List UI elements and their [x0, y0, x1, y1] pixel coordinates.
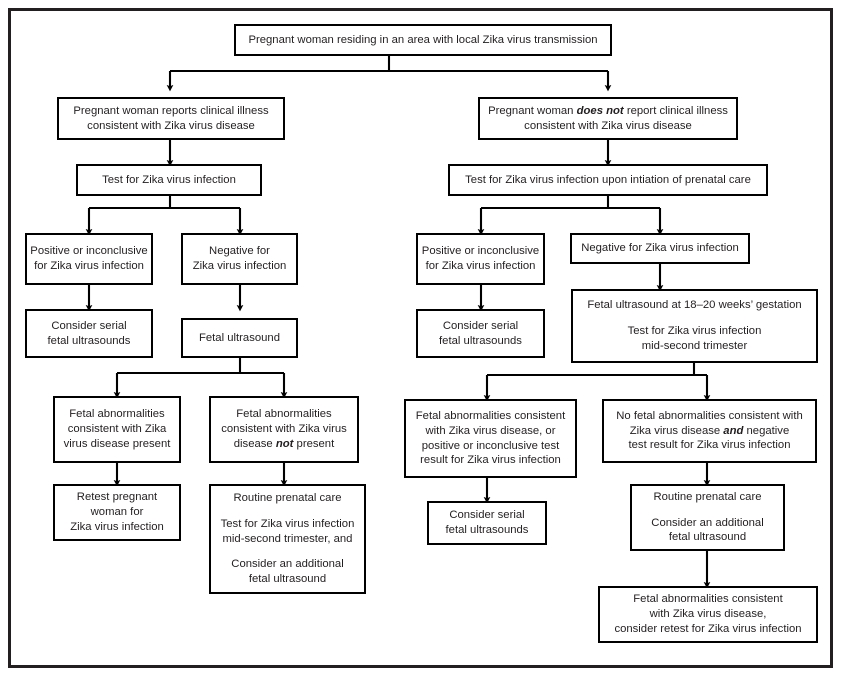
node-sym-pos-serial-line-2: fetal ultrasounds	[47, 334, 131, 347]
node-asym-abn-retest-line-3: consider retest for Zika virus infection	[614, 622, 802, 635]
node-sym-routine-p2-line-1: Test for Zika virus infection	[220, 517, 355, 530]
node-symptomatic-positive-line-1: Positive or inconclusive	[30, 245, 148, 258]
node-asymptomatic-abnormalities-consider-retest[interactable]: Fetal abnormalities consistent with Zika…	[598, 586, 818, 643]
node-asymptomatic[interactable]: Pregnant woman does not report clinical …	[478, 97, 738, 140]
node-sym-routine-p2-line-2: mid-second trimester, and	[222, 532, 353, 545]
node-symptomatic-abnormalities-not-present[interactable]: Fetal abnormalities consistent with Zika…	[209, 396, 359, 463]
node-root-line-1: Pregnant woman residing in an area with …	[248, 33, 598, 46]
node-asym-abn-retest-line-1: Fetal abnormalities consistent	[633, 593, 783, 606]
node-symptomatic-retest[interactable]: Retest pregnant woman for Zika virus inf…	[53, 484, 181, 541]
node-test-asymptomatic-line-1: Test for Zika virus infection upon intia…	[465, 173, 751, 186]
node-asym-abn-pos-line-1: Fetal abnormalities consistent	[415, 409, 566, 422]
node-asym-negative-line-1: Negative for Zika virus infection	[581, 242, 739, 255]
node-asymptomatic-no-abnormalities-negative[interactable]: No fetal abnormalities consistent with Z…	[602, 399, 817, 463]
node-asymptomatic-abnormalities-or-positive[interactable]: Fetal abnormalities consistent with Zika…	[404, 399, 577, 478]
node-asym-1820-p2-line-2: mid-second trimester	[641, 339, 748, 352]
node-asym-1820-para-2: Test for Zika virus infection mid-second…	[628, 324, 762, 354]
node-symptomatic-line-2: consistent with Zika virus disease	[87, 119, 255, 132]
node-sym-abn-present-line-1: Fetal abnormalities	[69, 408, 165, 421]
node-asym-routine-p2-line-1: Consider an additional	[651, 516, 764, 529]
node-asym-abn-pos-line-2: with Zika virus disease, or	[425, 424, 556, 437]
node-sym-abn-absent-line-2: consistent with Zika virus	[221, 423, 347, 436]
node-asym-routine-p1-line-1: Routine prenatal care	[653, 490, 762, 503]
node-sym-routine-para-2: Test for Zika virus infection mid-second…	[221, 517, 355, 547]
node-sym-abn-absent-line-3: disease not present	[234, 437, 334, 452]
node-asymptomatic-positive-serial-ultrasounds[interactable]: Consider serial fetal ultrasounds	[416, 309, 545, 358]
node-symptomatic-fetal-ultrasound[interactable]: Fetal ultrasound	[181, 318, 298, 358]
node-asym-1820-para-1: Fetal ultrasound at 18–20 weeks’ gestati…	[587, 298, 801, 313]
node-symptomatic-abnormalities-present[interactable]: Fetal abnormalities consistent with Zika…	[53, 396, 181, 463]
node-sym-retest-line-1: Retest pregnant	[76, 491, 158, 504]
node-sym-routine-p1-line-1: Routine prenatal care	[233, 491, 342, 504]
node-asym-positive-line-1: Positive or inconclusive	[421, 245, 540, 258]
node-symptomatic-routine-prenatal-care[interactable]: Routine prenatal care Test for Zika viru…	[209, 484, 366, 594]
node-sym-pos-serial-line-1: Consider serial	[51, 319, 127, 332]
node-symptomatic-positive[interactable]: Positive or inconclusive for Zika virus …	[25, 233, 153, 285]
node-asym-abn-retest-line-2: with Zika virus disease,	[649, 608, 767, 621]
node-sym-abn-absent-line-3-pre: disease	[233, 437, 276, 450]
node-asym-no-abn-emphasis: and	[723, 424, 744, 437]
node-asym-pos-serial-line-2: fetal ultrasounds	[439, 334, 522, 347]
node-sym-fetal-ultrasound-line-1: Fetal ultrasound	[198, 331, 280, 344]
node-sym-routine-p3-line-2: fetal ultrasound	[248, 573, 327, 586]
node-asym-routine-para-2: Consider an additional fetal ultrasound	[651, 516, 763, 546]
node-sym-abn-absent-line-1: Fetal abnormalities	[236, 408, 332, 421]
node-asym-no-abn-line-3: test result for Zika virus infection	[628, 439, 791, 452]
node-asym-serial-2-line-1: Consider serial	[449, 509, 525, 522]
node-sym-retest-line-2: woman for	[90, 506, 144, 519]
node-symptomatic-positive-serial-ultrasounds[interactable]: Consider serial fetal ultrasounds	[25, 309, 153, 358]
node-root[interactable]: Pregnant woman residing in an area with …	[234, 24, 612, 56]
node-sym-abn-absent-emphasis: not	[275, 437, 294, 450]
node-asym-abn-pos-line-4: result for Zika virus infection	[420, 454, 561, 467]
node-asym-serial-2-line-2: fetal ultrasounds	[445, 524, 529, 536]
node-symptomatic-negative[interactable]: Negative for Zika virus infection	[181, 233, 298, 285]
node-asymptomatic-line-1-post: report clinical illness	[623, 104, 728, 117]
node-symptomatic[interactable]: Pregnant woman reports clinical illness …	[57, 97, 285, 140]
node-test-asymptomatic[interactable]: Test for Zika virus infection upon intia…	[448, 164, 768, 196]
node-asym-no-abn-line-2: Zika virus disease and negative	[630, 424, 790, 439]
node-asym-positive-line-2: for Zika virus infection	[425, 260, 536, 272]
node-symptomatic-line-1: Pregnant woman reports clinical illness	[73, 104, 269, 117]
node-asymptomatic-line-2: consistent with Zika virus disease	[524, 119, 692, 132]
figure-outer-border	[8, 8, 833, 668]
node-sym-abn-present-line-3: virus disease present	[63, 437, 171, 450]
node-asymptomatic-ultrasound-18-20-weeks[interactable]: Fetal ultrasound at 18–20 weeks’ gestati…	[571, 289, 818, 363]
node-asym-routine-para-1: Routine prenatal care	[653, 490, 761, 505]
node-asym-1820-p1-line-1: Fetal ultrasound at 18–20 weeks’ gestati…	[587, 299, 802, 312]
node-asym-no-abn-line-1: No fetal abnormalities consistent with	[616, 409, 803, 422]
node-asymptomatic-emphasis: does not	[576, 104, 624, 117]
node-symptomatic-negative-line-2: Zika virus infection	[192, 260, 287, 272]
node-symptomatic-negative-line-1: Negative for	[209, 245, 270, 258]
node-sym-routine-p3-line-1: Consider an additional	[231, 558, 344, 571]
node-asymptomatic-positive[interactable]: Positive or inconclusive for Zika virus …	[416, 233, 545, 285]
node-asymptomatic-negative[interactable]: Negative for Zika virus infection	[570, 233, 750, 264]
node-asym-abn-pos-line-3: positive or inconclusive test	[421, 439, 560, 452]
node-asym-routine-p2-line-2: fetal ultrasound	[668, 531, 747, 544]
node-symptomatic-positive-line-2: for Zika virus infection	[34, 260, 144, 272]
node-test-symptomatic[interactable]: Test for Zika virus infection	[76, 164, 262, 196]
node-sym-abn-absent-line-3-post: present	[293, 437, 335, 450]
node-asym-1820-p2-line-1: Test for Zika virus infection	[627, 325, 762, 338]
node-asymptomatic-line-1-pre: Pregnant woman	[488, 104, 577, 117]
node-sym-abn-present-line-2: consistent with Zika	[67, 423, 167, 436]
node-asymptomatic-routine-prenatal-care[interactable]: Routine prenatal care Consider an additi…	[630, 484, 785, 551]
node-sym-routine-para-3: Consider an additional fetal ultrasound	[231, 557, 343, 587]
node-asymptomatic-line-1: Pregnant woman does not report clinical …	[488, 104, 728, 119]
node-asym-no-abn-line-2-post: negative	[743, 424, 790, 437]
node-asymptomatic-consider-serial-ultrasounds-2[interactable]: Consider serial fetal ultrasounds	[427, 501, 547, 545]
node-sym-retest-line-3: Zika virus infection	[70, 520, 164, 533]
node-test-symptomatic-line-1: Test for Zika virus infection	[102, 173, 236, 186]
node-asym-no-abn-line-2-pre: Zika virus disease	[629, 424, 724, 437]
node-sym-routine-para-1: Routine prenatal care	[233, 491, 341, 506]
node-asym-pos-serial-line-1: Consider serial	[442, 319, 519, 332]
